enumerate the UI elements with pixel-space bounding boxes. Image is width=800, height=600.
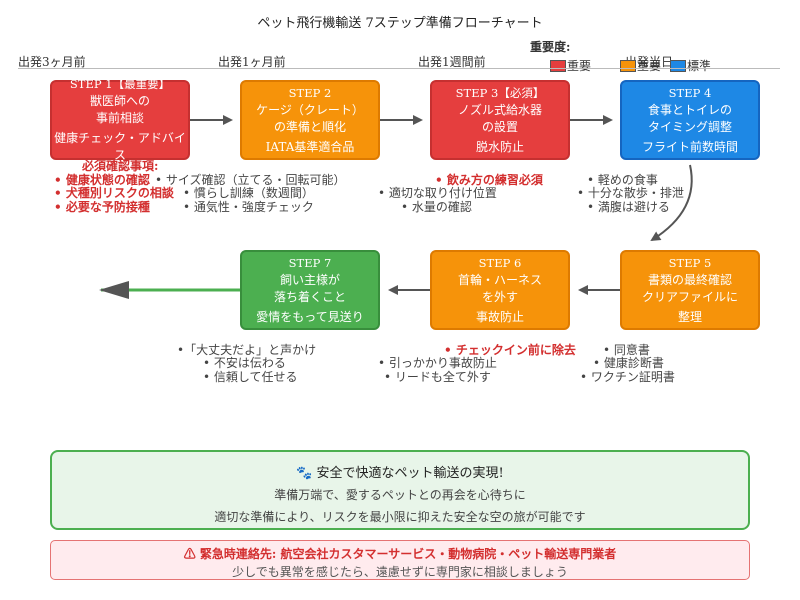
step-1-heading: STEP 1【最重要】 — [69, 77, 171, 91]
step-1-notes-title: 必須確認事項: — [82, 159, 159, 173]
step-1-line-1: 獣医師への — [89, 94, 150, 108]
step-5-line-2: クリアファイルに — [641, 289, 738, 304]
step-2-line-2: の準備と順化 — [273, 119, 346, 134]
alert-title-row: ⚠ 緊急時連絡先: 航空会社カスタマーサービス・動物病院・ペット輸送専門業者 — [51, 545, 749, 562]
step-5-heading: STEP 5 — [668, 255, 712, 270]
step-3-note: • 適切な取り付け位置 — [378, 186, 497, 200]
step-3-note: • 水量の確認 — [401, 200, 472, 214]
step-6-note: • リードも全て外す — [384, 370, 491, 384]
legend-swatch-red — [550, 60, 566, 72]
step-6-line-2: を外す — [481, 289, 518, 304]
step-1-box: STEP 1【最重要】 獣医師への 事前相談 健康チェック・アドバイス — [50, 77, 190, 162]
step-7-heading: STEP 7 — [288, 255, 332, 270]
step-6-note: • 引っかかり事故防止 — [378, 356, 497, 370]
step-2-note: • 通気性・強度チェック — [183, 200, 314, 214]
step-6-heading: STEP 6 — [478, 255, 522, 270]
step-7-box: STEP 7 飼い主様が 落ち着くこと 愛情をもって見送り — [240, 250, 380, 330]
step-6-extra: 事故防止 — [475, 309, 524, 324]
step-1-note: • 健康状態の確認 — [54, 173, 150, 187]
banner-line-2: 適切な準備により、リスクを最小限に抑えた安全な空の旅が可能です — [214, 510, 586, 524]
step-4-extra: フライト前数時間 — [641, 139, 738, 154]
step-2-extra: IATA基準適合品 — [265, 139, 355, 154]
banner-title-row: 🐾 安全で快適なペット輸送の実現! — [52, 462, 748, 481]
timeline-day-of: 出発当日 — [625, 55, 674, 69]
step-2-heading: STEP 2 — [288, 85, 332, 100]
step-6-line-1: 首輪・ハーネス — [457, 272, 542, 287]
step-7-note: • 不安は伝わる — [203, 356, 286, 370]
step-5-note: • 健康診断書 — [593, 356, 664, 370]
warning-icon: ⚠ — [183, 547, 196, 561]
banner-title: 安全で快適なペット輸送の実現! — [316, 466, 504, 481]
step-6-box: STEP 6 首輪・ハーネス を外す 事故防止 — [430, 250, 570, 330]
timeline-1-week: 出発1週間前 — [418, 55, 486, 69]
step-4-line-2: タイミング調整 — [647, 119, 732, 134]
step-4-heading: STEP 4 — [668, 85, 712, 100]
step-7-extra: 愛情をもって見送り — [256, 309, 364, 324]
step-4-note: • 満腹は避ける — [587, 200, 670, 214]
step-2-line-1: ケージ（クレート） — [256, 102, 364, 117]
step-4-note: • 軽めの食事 — [587, 173, 658, 187]
step-7-line-1: 飼い主様が — [279, 272, 340, 287]
chart-title: ペット飛行機輸送 7ステップ準備フローチャート — [257, 16, 543, 31]
paw-icon: 🐾 — [296, 466, 313, 481]
step-1-extra: 健康チェック・アドバイス — [54, 131, 186, 162]
alert-line: 少しでも異常を感じたら、遠慮せずに専門家に相談しましょう — [232, 565, 568, 579]
emergency-contact-box: ⚠ 緊急時連絡先: 航空会社カスタマーサービス・動物病院・ペット輸送専門業者 少… — [50, 540, 750, 580]
step-1-line-2: 事前相談 — [95, 111, 144, 125]
step-3-note: • 飲み方の練習必須 — [435, 173, 543, 187]
legend-label-orange: 重要 — [637, 59, 662, 73]
step-2-note: • 慣らし訓練（数週間） — [183, 186, 314, 200]
step-3-box: STEP 3【必須】 ノズル式給水器 の設置 脱水防止 — [430, 80, 570, 160]
step-7-note: •「大丈夫だよ」と声かけ — [177, 343, 317, 357]
step-3-line-1: ノズル式給水器 — [457, 102, 542, 117]
step-7-line-2: 落ち着くこと — [273, 289, 346, 304]
step-4-line-1: 食事とトイレの — [647, 102, 732, 117]
step-2-box: STEP 2 ケージ（クレート） の準備と順化 IATA基準適合品 — [240, 80, 380, 160]
step-6-note: • チェックイン前に除去 — [444, 343, 576, 357]
step-2-note: • サイズ確認（立てる・回転可能） — [155, 173, 346, 187]
step-4-note: • 十分な散歩・排泄 — [577, 186, 684, 200]
step-5-line-1: 書類の最終確認 — [647, 272, 732, 287]
step-5-box: STEP 5 書類の最終確認 クリアファイルに 整理 — [620, 250, 760, 330]
step-4-box: STEP 4 食事とトイレの タイミング調整 フライト前数時間 — [620, 80, 760, 160]
step-7-note: • 信頼して任せる — [203, 370, 298, 384]
step-5-note: • 同意書 — [603, 343, 650, 357]
step-5-note: • ワクチン証明書 — [580, 370, 675, 384]
arrow-4-5 — [650, 164, 693, 242]
step-1-note: • 犬種別リスクの相談 — [54, 186, 174, 200]
step-3-extra: 脱水防止 — [475, 139, 524, 154]
timeline-divider — [18, 68, 780, 69]
timeline-3-months: 出発3ヶ月前 — [18, 55, 86, 69]
step-3-heading: STEP 3【必須】 — [455, 85, 545, 100]
legend-swatch-blue — [670, 60, 686, 72]
step-1-note: • 必要な予防接種 — [54, 200, 150, 214]
banner-line-1: 準備万端で、愛するペットとの再会を心待ちに — [274, 488, 526, 502]
legend-label-blue: 標準 — [687, 59, 712, 73]
step-5-extra: 整理 — [677, 309, 702, 324]
alert-title: 緊急時連絡先: 航空会社カスタマーサービス・動物病院・ペット輸送専門業者 — [199, 547, 617, 561]
success-banner: 🐾 安全で快適なペット輸送の実現! 準備万端で、愛するペットとの再会を心待ちに … — [50, 450, 750, 530]
legend-title: 重要度: — [530, 40, 571, 54]
legend-swatch-orange — [620, 60, 636, 72]
legend-label-red: 重要 — [567, 59, 592, 73]
step-3-line-2: の設置 — [481, 119, 518, 134]
timeline-1-month: 出発1ヶ月前 — [218, 55, 286, 69]
